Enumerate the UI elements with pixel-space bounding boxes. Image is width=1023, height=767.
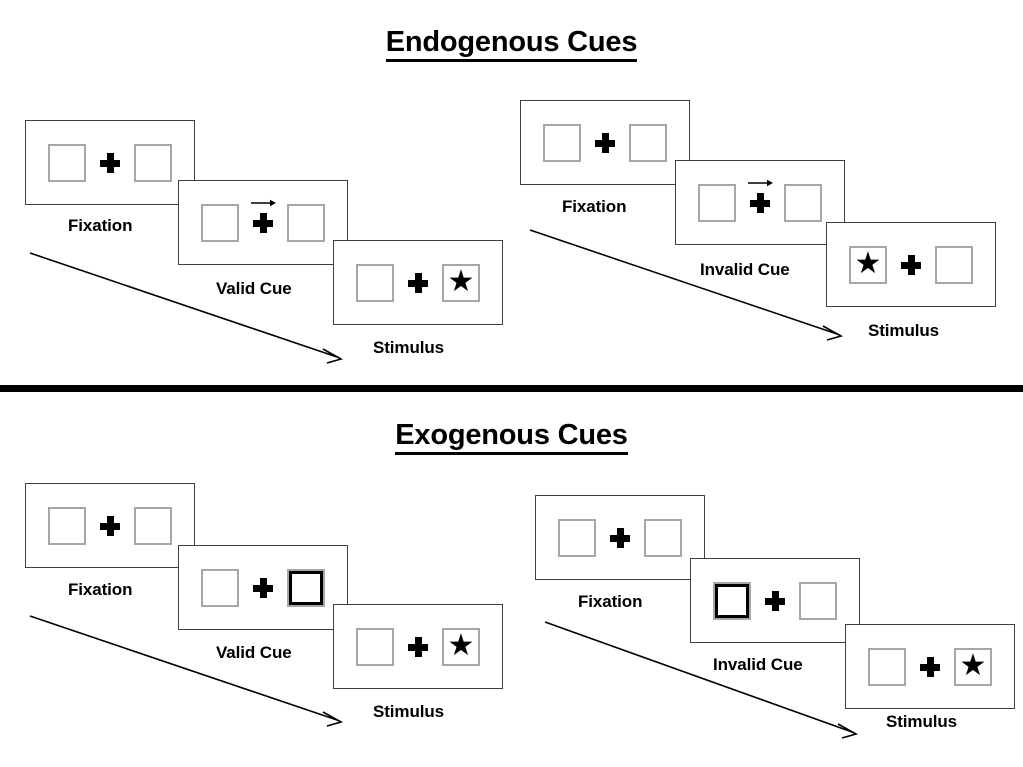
fixation-cross-icon: [251, 199, 276, 233]
panel-content: ★: [827, 223, 995, 306]
star-icon: ★: [854, 247, 882, 280]
stimulus-row: [713, 581, 837, 620]
left-box: [356, 627, 394, 666]
panel-exogenous-invalid-fixation[interactable]: [535, 495, 705, 580]
fixation-cross-icon: [595, 132, 615, 153]
panel-exogenous-valid-cue[interactable]: [178, 545, 348, 630]
fixation-cross-icon: [408, 272, 428, 293]
stimulus-row: ★: [849, 245, 973, 284]
panel-content: [521, 101, 689, 184]
caption-exogenous-valid-fixation: Fixation: [68, 580, 133, 599]
panel-content: ★: [846, 625, 1014, 708]
panel-content: [179, 181, 347, 264]
right-box: [134, 506, 172, 545]
stimulus-row: [201, 568, 325, 607]
panel-endogenous-invalid-fixation[interactable]: [520, 100, 690, 185]
left-box: [201, 203, 239, 242]
fixation-cross-icon: [748, 179, 773, 213]
caption-endogenous-invalid-fixation: Fixation: [562, 197, 627, 216]
left-box: [543, 123, 581, 162]
stimulus-row: [48, 506, 172, 545]
caption-exogenous-valid-stimulus: Stimulus: [373, 702, 444, 721]
panel-content: [26, 121, 194, 204]
left-box: [868, 647, 906, 686]
stimulus-row: ★: [356, 263, 480, 302]
right-box: [644, 518, 682, 557]
stimulus-row: [201, 199, 325, 242]
star-icon: ★: [959, 649, 987, 682]
stimulus-row: [558, 518, 682, 557]
panel-exogenous-valid-fixation[interactable]: [25, 483, 195, 568]
section-title-endogenous-text: Endogenous Cues: [385, 26, 637, 62]
fixation-cross-icon: [901, 254, 921, 275]
left-box: ★: [849, 245, 887, 284]
panel-exogenous-invalid-stimulus[interactable]: ★: [845, 624, 1015, 709]
star-icon: ★: [447, 629, 475, 662]
panel-content: [179, 546, 347, 629]
panel-endogenous-invalid-stimulus[interactable]: ★: [826, 222, 996, 307]
fixation-cross-icon: [408, 636, 428, 657]
panel-endogenous-invalid-cue[interactable]: [675, 160, 845, 245]
section-title-exogenous: Exogenous Cues: [0, 419, 1023, 455]
caption-endogenous-invalid-cue: Invalid Cue: [700, 260, 790, 279]
section-title-exogenous-text: Exogenous Cues: [395, 419, 628, 455]
left-box: [698, 183, 736, 222]
right-box: ★: [442, 263, 480, 302]
stimulus-row: ★: [356, 627, 480, 666]
fixation-cross-icon: [920, 656, 940, 677]
fixation-cross-icon: [610, 527, 630, 548]
fixation-cross-icon: [100, 515, 120, 536]
right-box: ★: [954, 647, 992, 686]
left-box-cued: [713, 581, 751, 620]
panel-content: ★: [334, 241, 502, 324]
stimulus-row: [48, 143, 172, 182]
right-box-cued: [287, 568, 325, 607]
panel-exogenous-valid-stimulus[interactable]: ★: [333, 604, 503, 689]
right-box: [799, 581, 837, 620]
right-box: [935, 245, 973, 284]
stimulus-row: [543, 123, 667, 162]
right-arrow-cue-icon: [748, 179, 773, 186]
panel-endogenous-valid-fixation[interactable]: [25, 120, 195, 205]
left-box: [201, 568, 239, 607]
left-box: [558, 518, 596, 557]
panel-content: [536, 496, 704, 579]
caption-endogenous-valid-cue: Valid Cue: [216, 279, 292, 298]
panel-endogenous-valid-cue[interactable]: [178, 180, 348, 265]
stimulus-row: [698, 179, 822, 222]
panel-content: ★: [334, 605, 502, 688]
right-box: [784, 183, 822, 222]
stimulus-row: ★: [868, 647, 992, 686]
right-arrow-cue-icon: [251, 199, 276, 206]
fixation-cross-icon: [765, 590, 785, 611]
left-box: [48, 506, 86, 545]
panel-content: [691, 559, 859, 642]
fixation-cross-icon: [253, 577, 273, 598]
panel-content: [26, 484, 194, 567]
left-box: [48, 143, 86, 182]
section-divider: [0, 385, 1023, 392]
right-box: ★: [442, 627, 480, 666]
star-icon: ★: [447, 265, 475, 298]
right-box: [134, 143, 172, 182]
right-box: [629, 123, 667, 162]
caption-exogenous-invalid-fixation: Fixation: [578, 592, 643, 611]
caption-endogenous-valid-fixation: Fixation: [68, 216, 133, 235]
panel-content: [676, 161, 844, 244]
caption-exogenous-invalid-cue: Invalid Cue: [713, 655, 803, 674]
left-box: [356, 263, 394, 302]
caption-endogenous-valid-stimulus: Stimulus: [373, 338, 444, 357]
fixation-cross-icon: [100, 152, 120, 173]
caption-exogenous-invalid-stimulus: Stimulus: [886, 712, 957, 731]
caption-exogenous-valid-cue: Valid Cue: [216, 643, 292, 662]
caption-endogenous-invalid-stimulus: Stimulus: [868, 321, 939, 340]
section-title-endogenous: Endogenous Cues: [0, 26, 1023, 62]
panel-endogenous-valid-stimulus[interactable]: ★: [333, 240, 503, 325]
right-box: [287, 203, 325, 242]
panel-exogenous-invalid-cue[interactable]: [690, 558, 860, 643]
